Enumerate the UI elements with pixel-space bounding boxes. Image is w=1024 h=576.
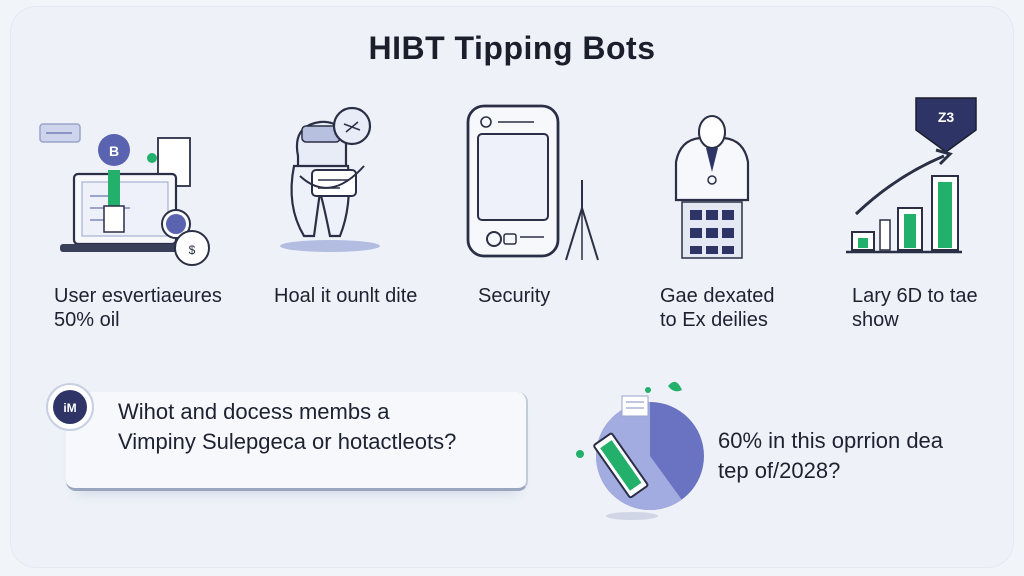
question-card	[66, 392, 528, 491]
growth-chart-icon: Z3	[846, 97, 977, 254]
question-text: Wihot and docess membs a Vimpiny Sulepge…	[118, 399, 457, 454]
page-title: HIBT Tipping Bots	[368, 30, 656, 66]
svg-text:B: B	[109, 143, 119, 159]
svg-text:$: $	[189, 243, 196, 257]
feature-security: Security	[458, 96, 638, 346]
feature-caption: Security	[478, 285, 551, 307]
feature-gae: Gae dexated to Ex deilies	[640, 96, 820, 346]
svg-text:Z3: Z3	[938, 109, 955, 125]
stat-text: 60% in this oprrion dea tep of/2028?	[718, 428, 944, 483]
feature-caption: Lary 6D to tae show	[852, 285, 978, 331]
person-robot-icon	[280, 106, 380, 252]
pie-chart-icon	[576, 381, 704, 520]
feature-caption: Hoal it ounlt dite	[274, 285, 418, 307]
feature-hoal: Hoal it ounlt dite	[260, 96, 440, 346]
feature-lary: Z3 Lary 6D to tae show	[836, 96, 1016, 346]
svg-text:iM: iM	[63, 401, 76, 415]
hooded-figure-icon	[674, 115, 750, 259]
avatar: iM	[46, 383, 94, 431]
feature-user: B $ User esvertiaeures 50% oil	[39, 96, 222, 346]
laptop-chat-icon: B $	[39, 123, 210, 266]
feature-caption: User esvertiaeures 50% oil	[54, 285, 222, 331]
feature-caption: Gae dexated to Ex deilies	[660, 285, 775, 331]
pie-slice	[596, 402, 682, 510]
phone-tripod-icon	[466, 104, 599, 261]
